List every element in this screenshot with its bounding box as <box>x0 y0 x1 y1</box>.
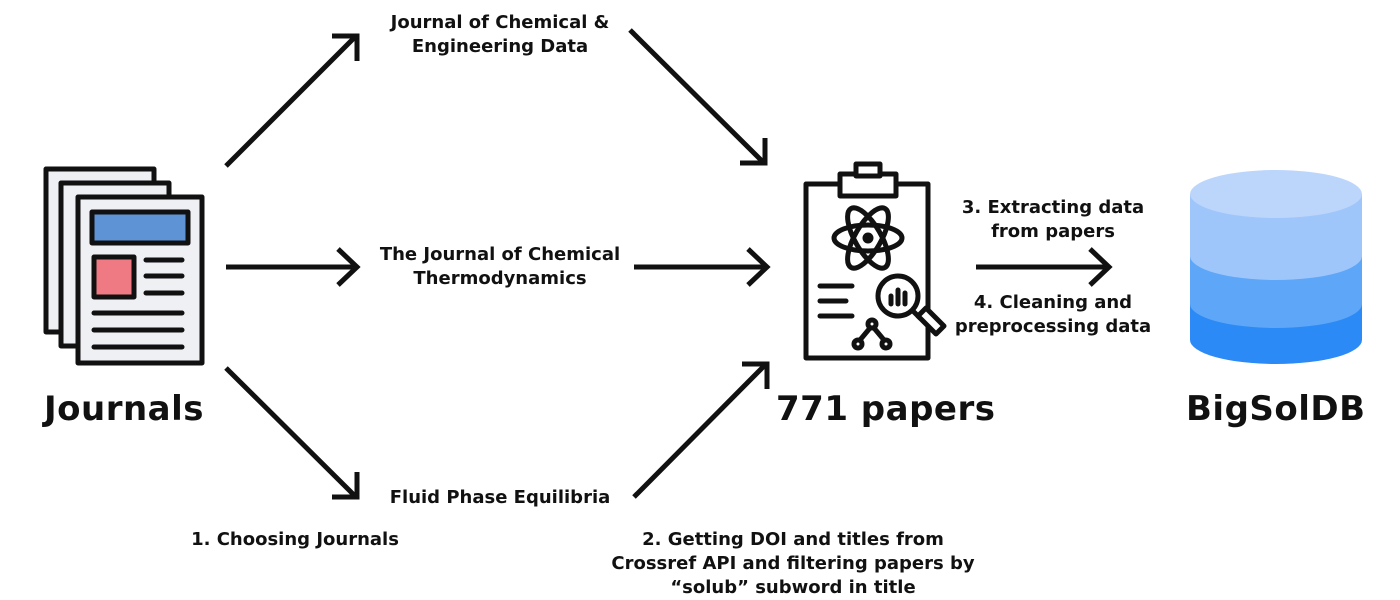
journal-jct: The Journal of Chemical Thermodynamics <box>370 243 630 291</box>
arrow-jct-to-papers <box>634 247 771 287</box>
journal-jced: Journal of Chemical & Engineering Data <box>380 11 620 59</box>
step-2-label: 2. Getting DOI and titles from Crossref … <box>600 528 986 600</box>
papers-label: 771 papers <box>776 389 996 429</box>
arrow-journals-to-jced <box>224 33 360 168</box>
step-1-label: 1. Choosing Journals <box>191 529 399 550</box>
step-3-line2: from papers <box>991 221 1115 242</box>
arrow-journals-to-fpe <box>224 366 360 500</box>
journals-label: Journals <box>44 389 205 429</box>
newspaper-stack-icon <box>43 166 205 366</box>
journal-jced-line1: Journal of Chemical & <box>390 12 610 33</box>
step-3-line1: 3. Extracting data <box>961 197 1145 218</box>
arrow-papers-to-db <box>976 247 1113 287</box>
step-2-line1: 2. Getting DOI and titles from <box>642 529 944 550</box>
step-4-label: 4. Cleaning and preprocessing data <box>950 291 1156 339</box>
arrow-fpe-to-papers <box>632 361 770 499</box>
step-3-label: 3. Extracting data from papers <box>950 196 1156 244</box>
database-cylinder-icon <box>1190 170 1362 364</box>
journal-fpe: Fluid Phase Equilibria <box>389 487 611 508</box>
step-4-line2: preprocessing data <box>954 316 1152 337</box>
journal-jct-line1: The Journal of Chemical <box>379 244 621 265</box>
arrow-jced-to-papers <box>628 28 768 166</box>
step-2-line3: “solub” subword in title <box>670 577 916 598</box>
db-label: BigSolDB <box>1186 389 1366 429</box>
step-2-line2: Crossref API and filtering papers by <box>611 553 975 574</box>
clipboard-science-icon <box>803 161 947 361</box>
step-4-line1: 4. Cleaning and <box>973 292 1133 313</box>
journal-jct-line2: Thermodynamics <box>413 268 587 289</box>
journal-jced-line2: Engineering Data <box>411 36 589 57</box>
arrow-journals-to-jct <box>226 247 361 287</box>
